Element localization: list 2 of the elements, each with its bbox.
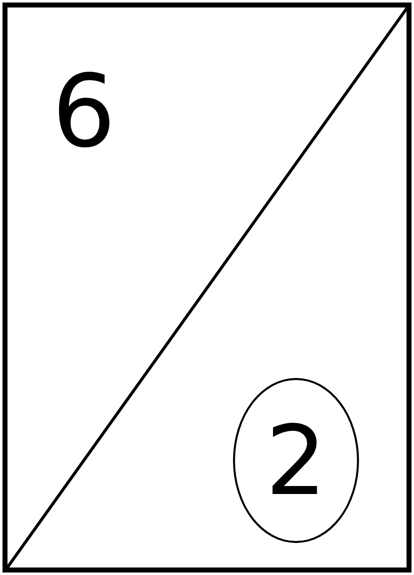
circled-number: 2 — [233, 378, 359, 543]
number-label: 6 — [52, 62, 116, 162]
